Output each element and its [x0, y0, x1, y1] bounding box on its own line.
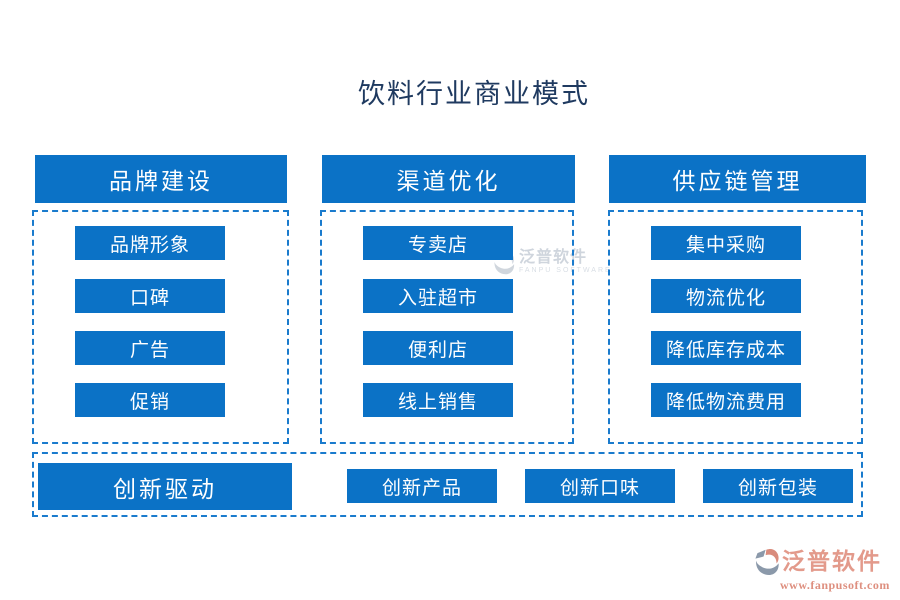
item-reduce-logistics-cost: 降低物流费用: [651, 383, 801, 417]
item-advertising: 广告: [75, 331, 225, 365]
group-innovation-driven: [32, 452, 863, 517]
item-reduce-inventory-cost: 降低库存成本: [651, 331, 801, 365]
item-promotion: 促销: [75, 383, 225, 417]
group-channel-optimization: 专卖店 入驻超市 便利店 线上销售: [320, 210, 574, 444]
header-brand-building: 品牌建设: [35, 155, 287, 203]
header-innovation-driven: 创新驱动: [38, 463, 292, 510]
item-logistics-optimization: 物流优化: [651, 279, 801, 313]
footer-logo-name: 泛普软件: [782, 548, 882, 575]
item-online-sales: 线上销售: [363, 383, 513, 417]
footer-logo-url: www.fanpusoft.com: [780, 578, 890, 592]
item-specialty-store: 专卖店: [363, 226, 513, 260]
footer-logo: 泛普软件 www.fanpusoft.com: [752, 547, 890, 593]
item-word-of-mouth: 口碑: [75, 279, 225, 313]
group-supply-chain-management: 集中采购 物流优化 降低库存成本 降低物流费用: [608, 210, 863, 444]
page-title: 饮料行业商业模式: [358, 79, 590, 110]
item-supermarket-entry: 入驻超市: [363, 279, 513, 313]
fanpu-logo-icon: [755, 548, 779, 575]
item-brand-image: 品牌形象: [75, 226, 225, 260]
header-supply-chain-management: 供应链管理: [609, 155, 866, 203]
item-innovation-flavor: 创新口味: [525, 469, 675, 503]
item-innovation-product: 创新产品: [347, 469, 497, 503]
item-centralized-procurement: 集中采购: [651, 226, 801, 260]
item-convenience-store: 便利店: [363, 331, 513, 365]
group-brand-building: 品牌形象 口碑 广告 促销: [32, 210, 289, 444]
item-innovation-packaging: 创新包装: [703, 469, 853, 503]
header-channel-optimization: 渠道优化: [322, 155, 575, 203]
